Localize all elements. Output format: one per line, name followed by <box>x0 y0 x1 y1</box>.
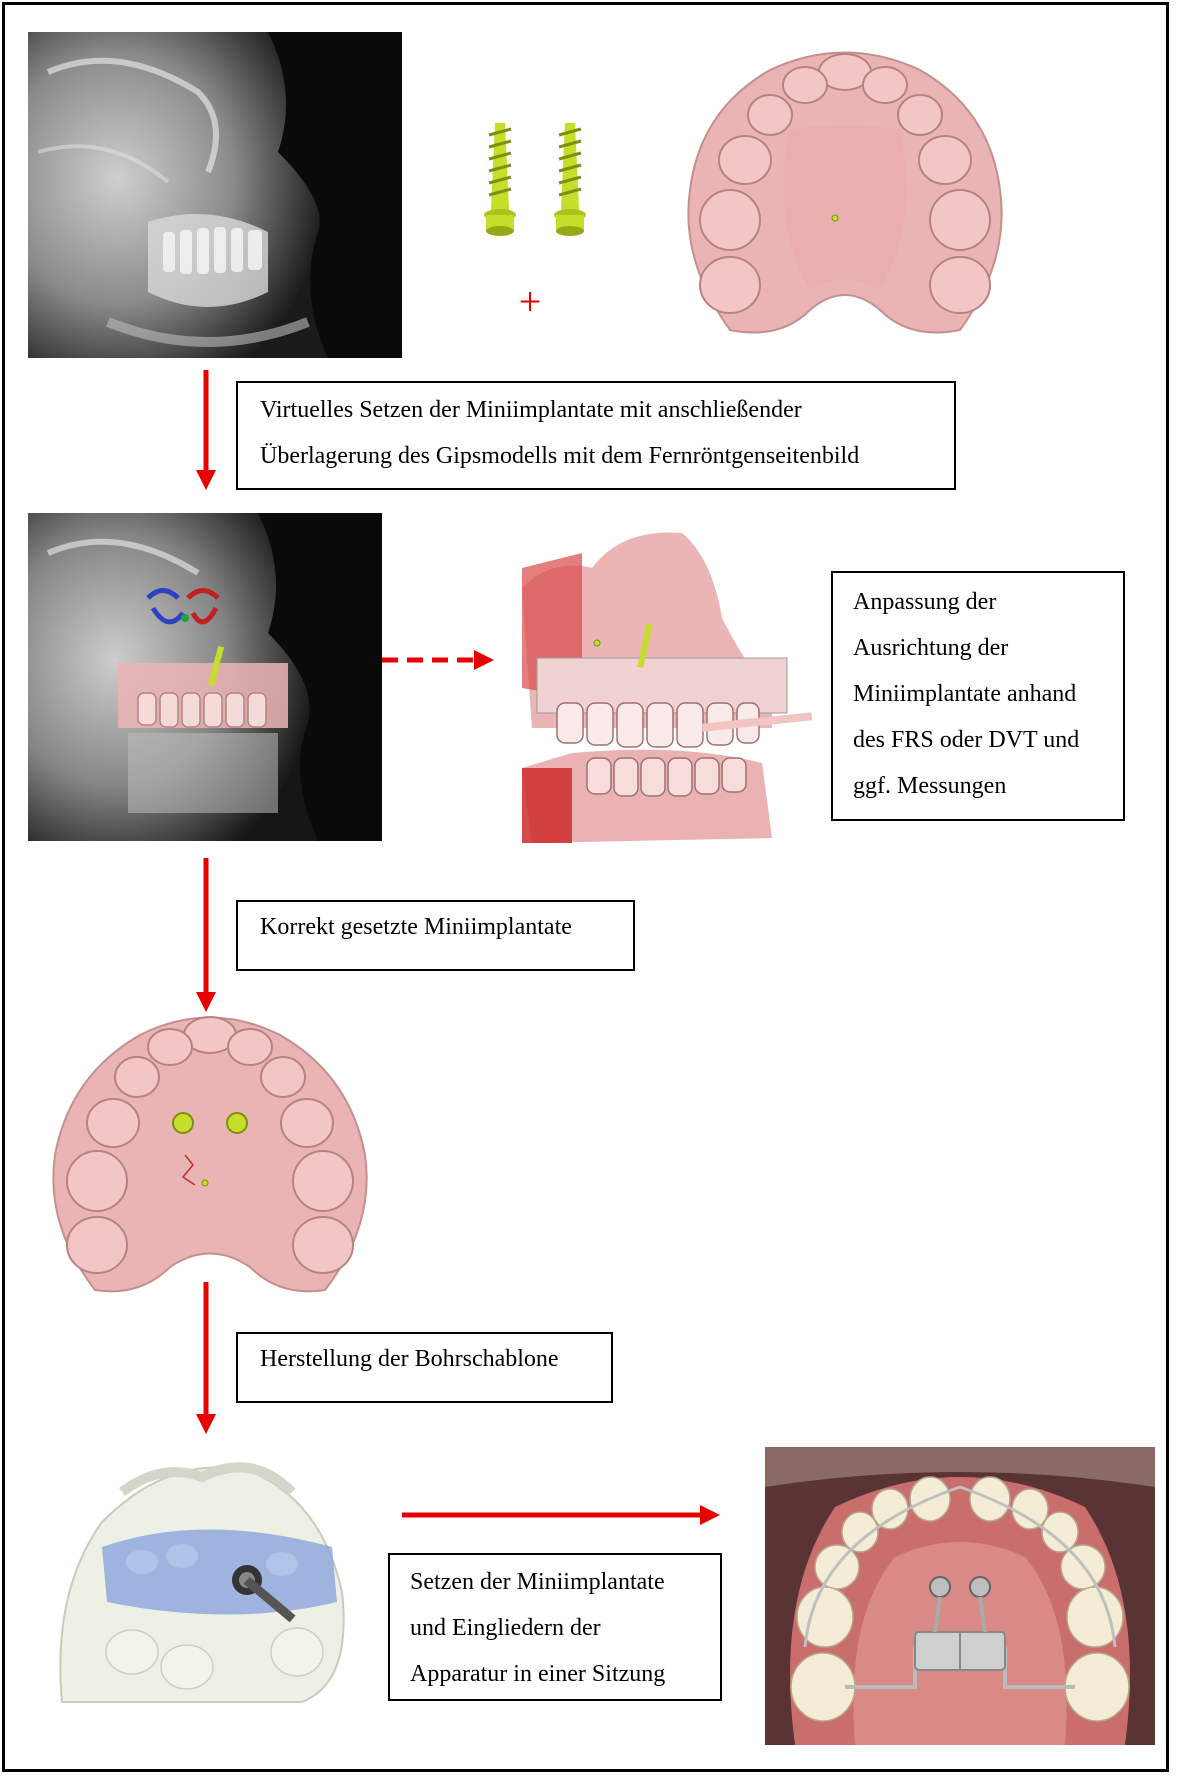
down-arrow <box>194 1282 218 1434</box>
dashed-right-arrow <box>382 648 494 672</box>
box-line: Anpassung der <box>853 579 1123 625</box>
plus-sign: + <box>510 282 550 322</box>
intraoral-appliance-photo <box>765 1447 1155 1745</box>
box-line: Apparatur in einer Sitzung <box>410 1651 720 1697</box>
box-line: ggf. Messungen <box>853 763 1123 809</box>
miniimplant-screws <box>465 115 605 245</box>
xray-with-virtual-implants <box>28 513 382 841</box>
box-line: Miniimplantate anhand <box>853 671 1123 717</box>
drill-guide-template <box>52 1452 352 1712</box>
down-arrow <box>194 858 218 1012</box>
maxillary-cast-model <box>670 40 1020 340</box>
step-virtual-placement-box: Virtuelles Setzen der Miniimplantate mit… <box>236 381 956 490</box>
xray-lateral-cephalogram <box>28 32 402 358</box>
box-line: und Eingliedern der <box>410 1605 720 1651</box>
box-line: Überlagerung des Gipsmodells mit dem Fer… <box>260 433 954 479</box>
box-line: Virtuelles Setzen der Miniimplantate mit… <box>260 387 954 433</box>
down-arrow <box>194 370 218 490</box>
box-line: Herstellung der Bohrschablone <box>260 1336 611 1382</box>
box-line: des FRS oder DVT und <box>853 717 1123 763</box>
superimposed-3d-model <box>512 528 822 843</box>
box-line: Setzen der Miniimplantate <box>410 1559 720 1605</box>
orientation-adjustment-box: Anpassung der Ausrichtung der Miniimplan… <box>831 571 1125 821</box>
right-arrow <box>402 1503 720 1527</box>
step-drill-guide-box: Herstellung der Bohrschablone <box>236 1332 613 1403</box>
box-line: Ausrichtung der <box>853 625 1123 671</box>
cast-with-implants <box>45 1005 375 1297</box>
box-line: Korrekt gesetzte Miniimplantate <box>260 904 633 950</box>
step-correct-implants-box: Korrekt gesetzte Miniimplantate <box>236 900 635 971</box>
final-step-box: Setzen der Miniimplantate und Einglieder… <box>388 1553 722 1701</box>
